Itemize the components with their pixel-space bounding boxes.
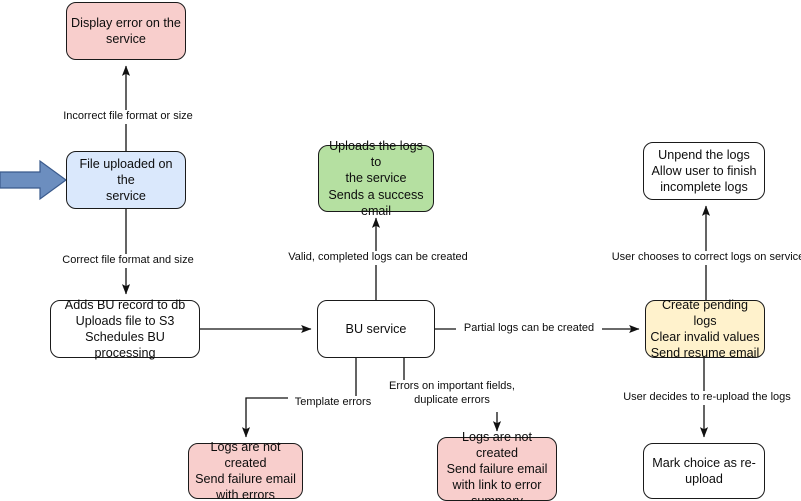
edge-label-user-chooses-to-correct-logs-on-service: User chooses to correct logs on service [605, 251, 801, 265]
node-mark-choice-as-re-upload[interactable]: Mark choice as re- upload [643, 443, 765, 499]
start-input-arrow-icon [0, 159, 68, 201]
node-bu-service[interactable]: BU service [317, 300, 435, 358]
edge-label-valid-completed-logs-can-be-created: Valid, completed logs can be created [281, 251, 475, 265]
node-logs-not-created-with-errors[interactable]: Logs are not created Send failure email … [188, 440, 303, 501]
node-uploads-the-logs-to-the-service[interactable]: Uploads the logs to the service Sends a … [318, 139, 434, 218]
edge-label-template-errors: Template errors [288, 396, 378, 410]
edge-label-errors-on-important-fields: Errors on important fields, duplicate er… [379, 380, 525, 408]
node-create-pending-logs[interactable]: Create pending logs Clear invalid values… [645, 298, 765, 360]
edge-label-partial-logs-can-be-created: Partial logs can be created [456, 322, 602, 336]
node-file-uploaded-on-the-service[interactable]: File uploaded on the service [66, 151, 186, 209]
node-adds-bu-record-to-db[interactable]: Adds BU record to db Uploads file to S3 … [50, 298, 200, 360]
edge-label-incorrect-file-format-or-size: Incorrect file format or size [56, 110, 200, 124]
edge-label-user-decides-to-re-upload-the-logs: User decides to re-upload the logs [616, 391, 798, 405]
node-logs-not-created-with-link-to-error-summary[interactable]: Logs are not created Send failure email … [437, 430, 557, 501]
node-display-error[interactable]: Display error on the service [66, 2, 186, 60]
node-unpend-the-logs[interactable]: Unpend the logs Allow user to finish inc… [643, 142, 765, 200]
edge-label-correct-file-format-and-size: Correct file format and size [56, 254, 200, 268]
